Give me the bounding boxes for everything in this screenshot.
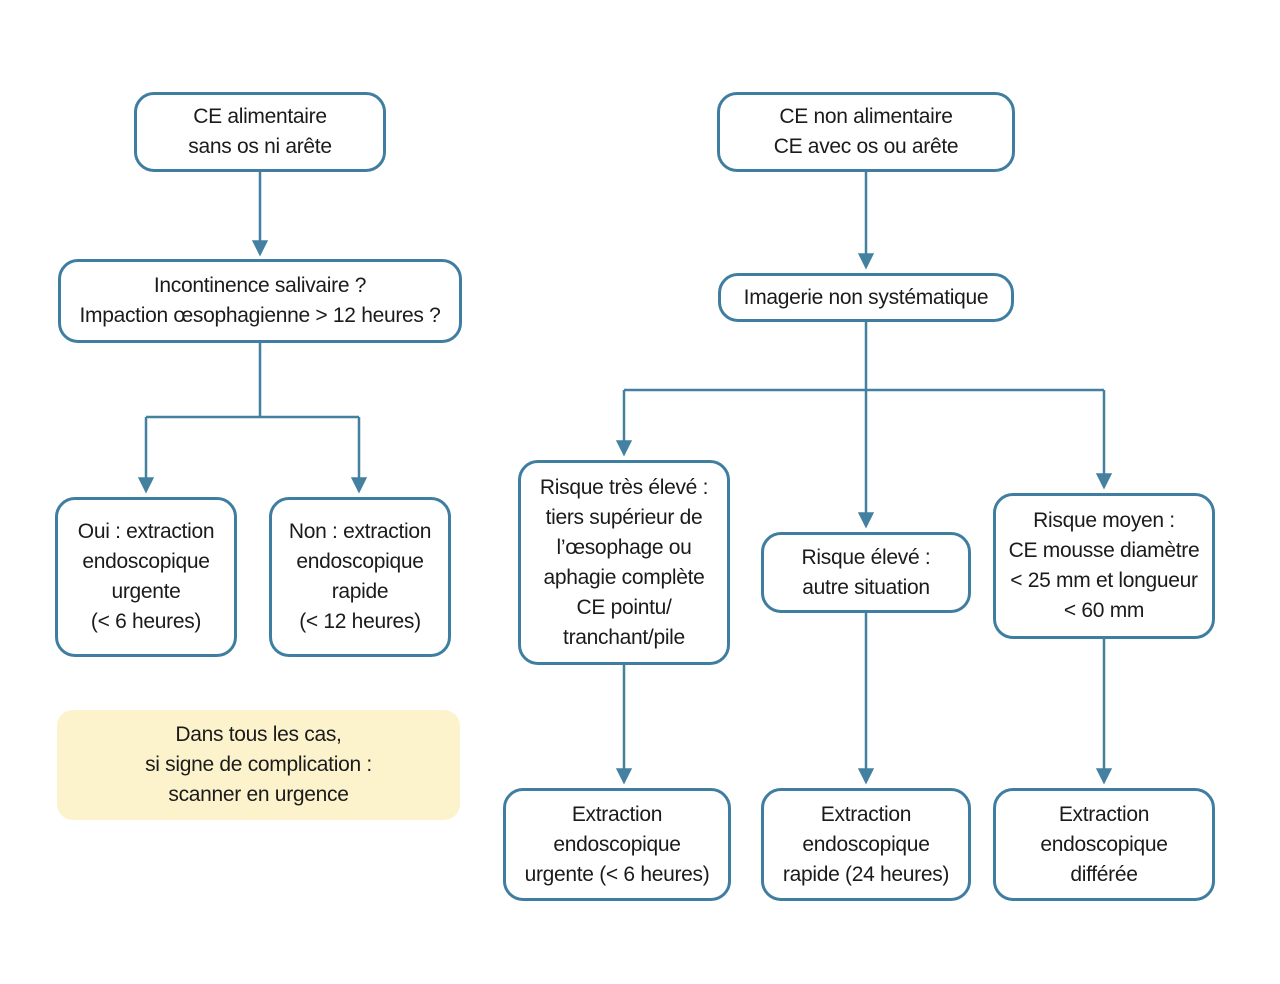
node-incontinence-question: Incontinence salivaire ? Impaction œsoph… (58, 259, 462, 343)
node-non-extraction-rapide: Non : extraction endoscopique rapide (< … (269, 497, 451, 657)
node-extraction-rapide: Extraction endoscopique rapide (24 heure… (761, 788, 971, 901)
node-risque-eleve: Risque élevé : autre situation (761, 532, 971, 613)
node-extraction-differee: Extraction endoscopique différée (993, 788, 1215, 901)
node-extraction-urgente: Extraction endoscopique urgente (< 6 heu… (503, 788, 731, 901)
node-oui-extraction-urgente: Oui : extraction endoscopique urgente (<… (55, 497, 237, 657)
note-complication-scanner: Dans tous les cas, si signe de complicat… (57, 710, 460, 820)
node-ce-non-alimentaire: CE non alimentaire CE avec os ou arête (717, 92, 1015, 172)
node-ce-alimentaire: CE alimentaire sans os ni arête (134, 92, 386, 172)
connector-group (137, 172, 1113, 785)
node-risque-tres-eleve: Risque très élevé : tiers supérieur de l… (518, 460, 730, 665)
node-risque-moyen: Risque moyen : CE mousse diamètre < 25 m… (993, 493, 1215, 639)
node-imagerie: Imagerie non systématique (718, 273, 1014, 322)
